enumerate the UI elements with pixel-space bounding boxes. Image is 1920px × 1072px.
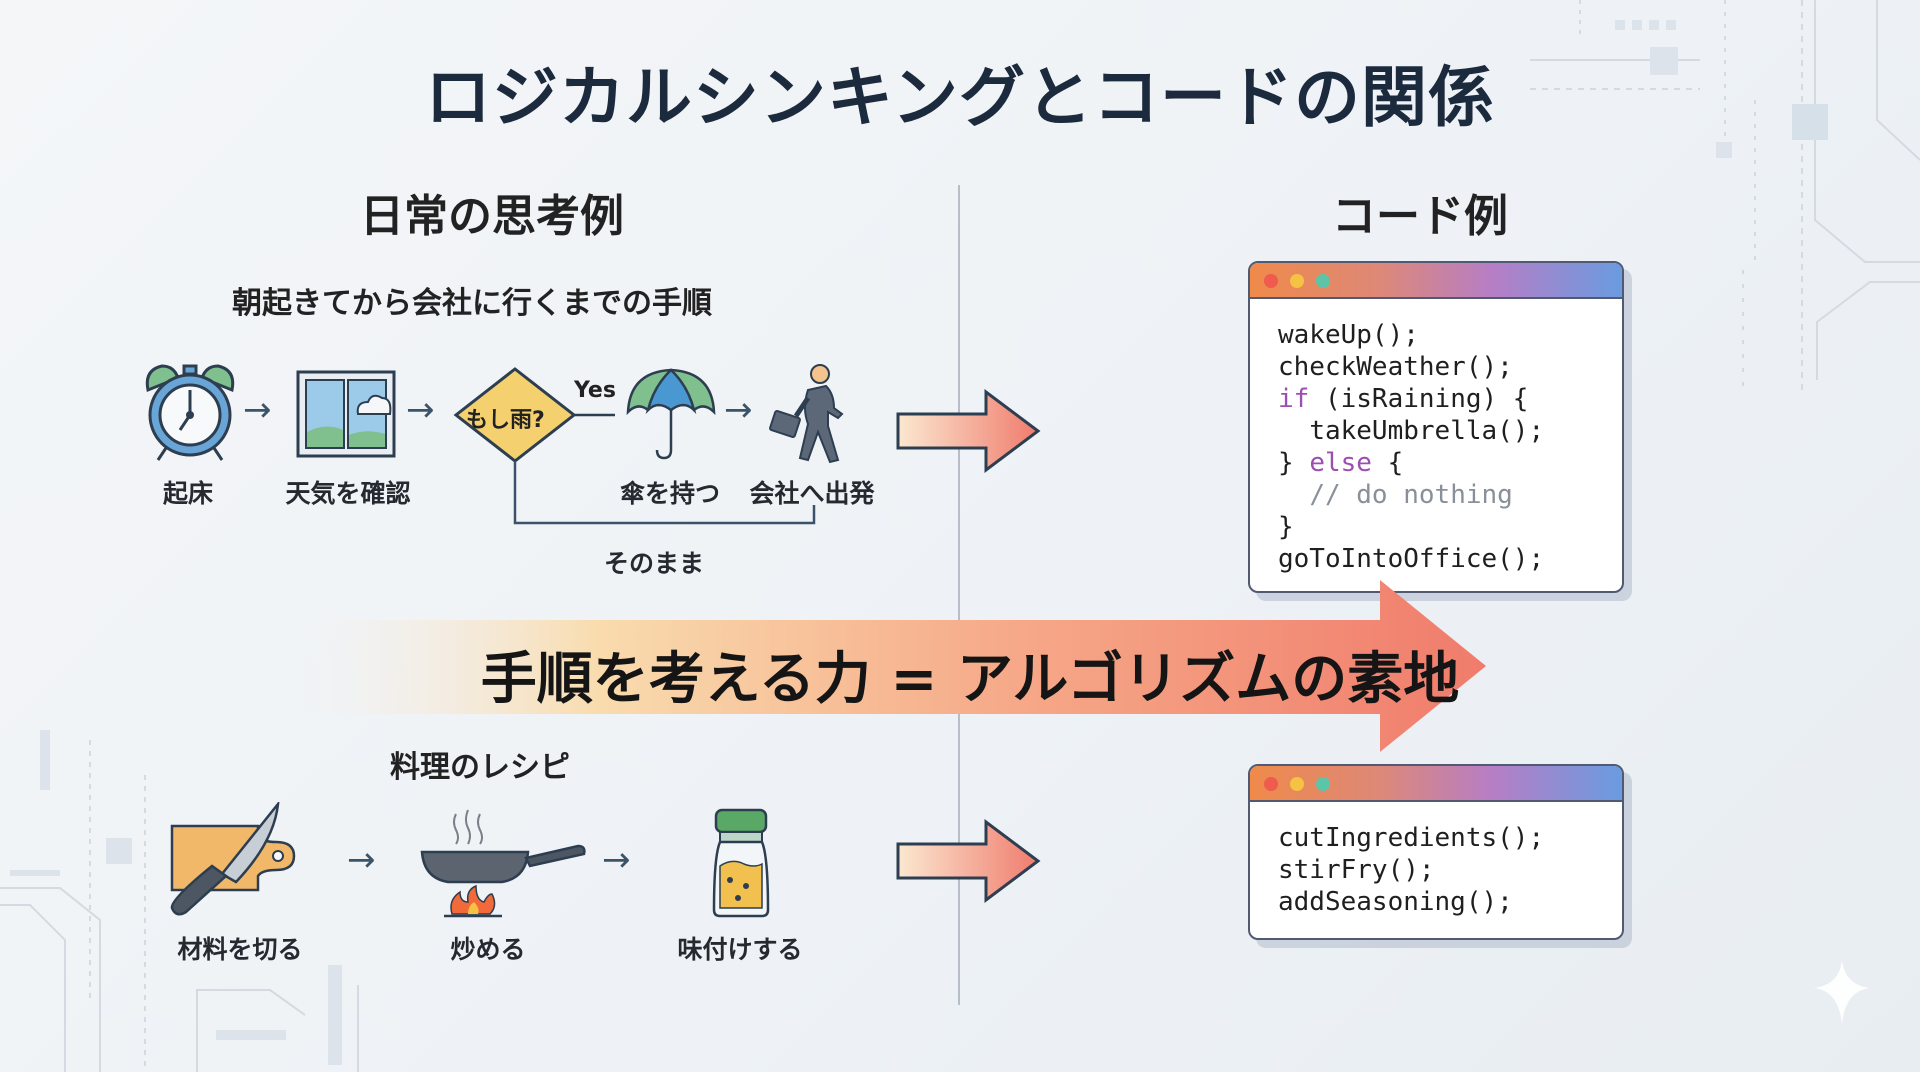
code-window-morning: wakeUp();checkWeather();if (isRaining) {… [1248,261,1624,593]
code-block-recipe: cutIngredients();stirFry();addSeasoning(… [1250,802,1622,918]
code-comment: // do nothing [1309,480,1513,510]
knife-cutting-board-icon [170,802,296,916]
morning-subtitle: 朝起きてから会社に行くまでの手順 [232,286,712,321]
flow-arrow: → [347,840,376,880]
code-line: // do nothing [1278,479,1622,511]
code-text: goToIntoOffice(); [1278,544,1545,574]
code-text: checkWeather(); [1278,352,1513,382]
mapping-arrow-morning [896,389,1041,473]
code-line: takeUmbrella(); [1278,415,1622,447]
code-keyword: else [1309,448,1372,478]
minimize-dot [1290,274,1304,288]
code-indent [1278,480,1309,510]
flow-arrow: → [406,390,435,430]
left-section-heading: 日常の思考例 [360,191,624,242]
code-line: checkWeather(); [1278,351,1622,383]
else-branch-line [513,461,816,525]
step-label-wake-up: 起床 [162,479,213,508]
code-keyword: if [1278,384,1310,414]
code-window-titlebar [1250,263,1622,299]
step-label-stir-fry: 炒める [450,935,526,964]
flow-arrow: → [602,840,631,880]
code-line: if (isRaining) { [1278,383,1622,415]
recipe-subtitle: 料理のレシピ [390,750,570,785]
code-text: addSeasoning(); [1278,887,1513,917]
decision-label: もし雨? [466,408,545,433]
code-line: addSeasoning(); [1278,886,1622,918]
code-text: stirFry(); [1278,855,1435,885]
code-text: { [1371,448,1404,478]
code-block-morning: wakeUp();checkWeather();if (isRaining) {… [1250,299,1622,575]
minimize-dot [1290,777,1304,791]
code-line: stirFry(); [1278,854,1622,886]
step-label-season: 味付けする [677,935,803,964]
window-weather-icon [296,370,396,458]
step-label-take-umbrella: 傘を持つ [619,479,720,508]
code-text: takeUmbrella(); [1309,416,1545,446]
page-title: ロジカルシンキングとコードの関係 [424,59,1496,136]
code-text: (isRaining) { [1309,384,1529,414]
code-text: } [1278,512,1294,542]
banner-arrow [300,580,1486,752]
salt-shaker-icon [712,808,770,918]
right-section-heading: コード例 [1332,191,1508,242]
code-line: wakeUp(); [1278,319,1622,351]
section-divider [958,185,960,1005]
code-line: goToIntoOffice(); [1278,543,1622,575]
flow-arrow: → [243,390,272,430]
walking-businessman-icon [769,364,844,464]
flow-arrow: → [724,390,753,430]
step-label-cut: 材料を切る [177,935,303,964]
code-text: wakeUp(); [1278,320,1419,350]
code-indent [1278,416,1309,446]
sparkle-icon [1814,960,1870,1025]
maximize-dot [1316,274,1330,288]
code-window-titlebar [1250,766,1622,802]
code-text: cutIngredients(); [1278,823,1545,853]
umbrella-icon [626,368,716,460]
maximize-dot [1316,777,1330,791]
close-dot [1264,274,1278,288]
code-line: } [1278,511,1622,543]
decision-branch-diagram [453,367,816,525]
alarm-clock-icon [145,364,235,461]
frying-pan-icon [420,809,586,918]
step-label-check-weather: 天気を確認 [285,479,411,508]
close-dot [1264,777,1278,791]
banner-text: 手順を考える力 = アルゴリズムの素地 [480,647,1460,712]
yes-branch-label: Yes [574,378,616,403]
else-branch-label: そのまま [603,549,704,578]
code-text: } [1278,448,1310,478]
code-line: cutIngredients(); [1278,822,1622,854]
code-line: } else { [1278,447,1622,479]
step-label-go-to-office: 会社へ出発 [749,479,875,508]
code-window-recipe: cutIngredients();stirFry();addSeasoning(… [1248,764,1624,940]
mapping-arrow-recipe [896,819,1041,903]
